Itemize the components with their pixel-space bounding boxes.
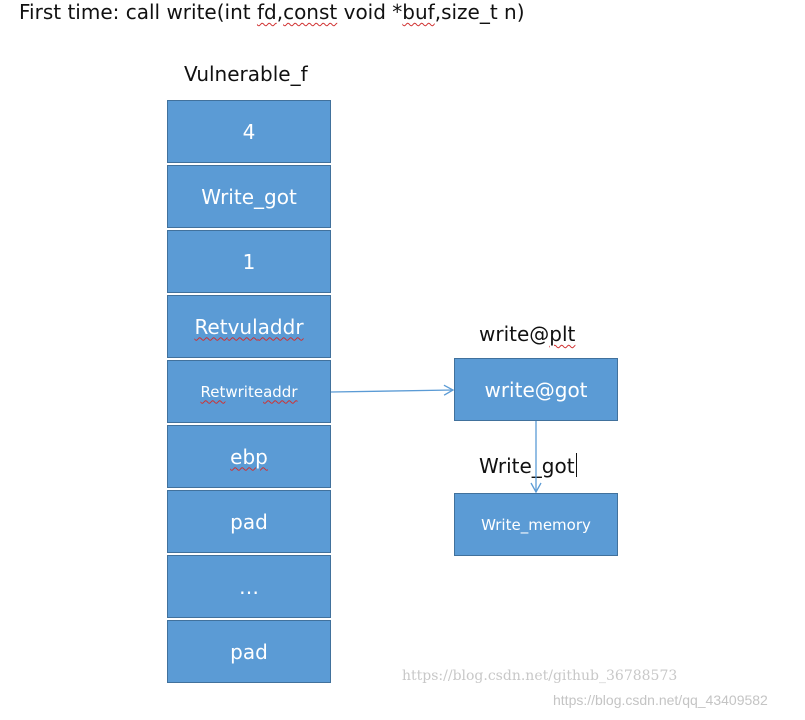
stack-cell-fd: 1 <box>167 230 331 293</box>
diagram-title: First time: call write(int fd,const void… <box>19 0 525 24</box>
arrow-ret-to-write-got <box>330 384 455 396</box>
stack-frame: 4 Write_got 1 Ret vul addr Ret write add… <box>167 100 331 685</box>
stack-cell-pad-top: pad <box>167 490 331 553</box>
title-const: const <box>283 0 338 24</box>
stack-cell-ret-write-addr: Ret write addr <box>167 360 331 423</box>
title-fd: fd <box>256 0 277 24</box>
text-cursor <box>575 453 578 477</box>
stack-cell-ret-vul-addr: Ret vul addr <box>167 295 331 358</box>
stack-cell-arg-count: 4 <box>167 100 331 163</box>
write-got-label: Write_got <box>479 453 578 478</box>
watermark-qq: https://blog.csdn.net/qq_43409582 <box>553 692 768 708</box>
title-buf: buf <box>402 0 435 24</box>
watermark-github: https://blog.csdn.net/github_36788573 <box>402 668 678 684</box>
write-memory-box: Write_memory <box>454 493 618 556</box>
write-got-box: write@got <box>454 358 618 421</box>
stack-cell-pad-bottom: pad <box>167 620 331 683</box>
write-plt-label: write@plt <box>479 322 576 346</box>
stack-frame-label: Vulnerable_f <box>184 62 308 86</box>
stack-cell-ellipsis: … <box>167 555 331 618</box>
stack-cell-ebp: ebp <box>167 425 331 488</box>
stack-cell-write-got: Write_got <box>167 165 331 228</box>
